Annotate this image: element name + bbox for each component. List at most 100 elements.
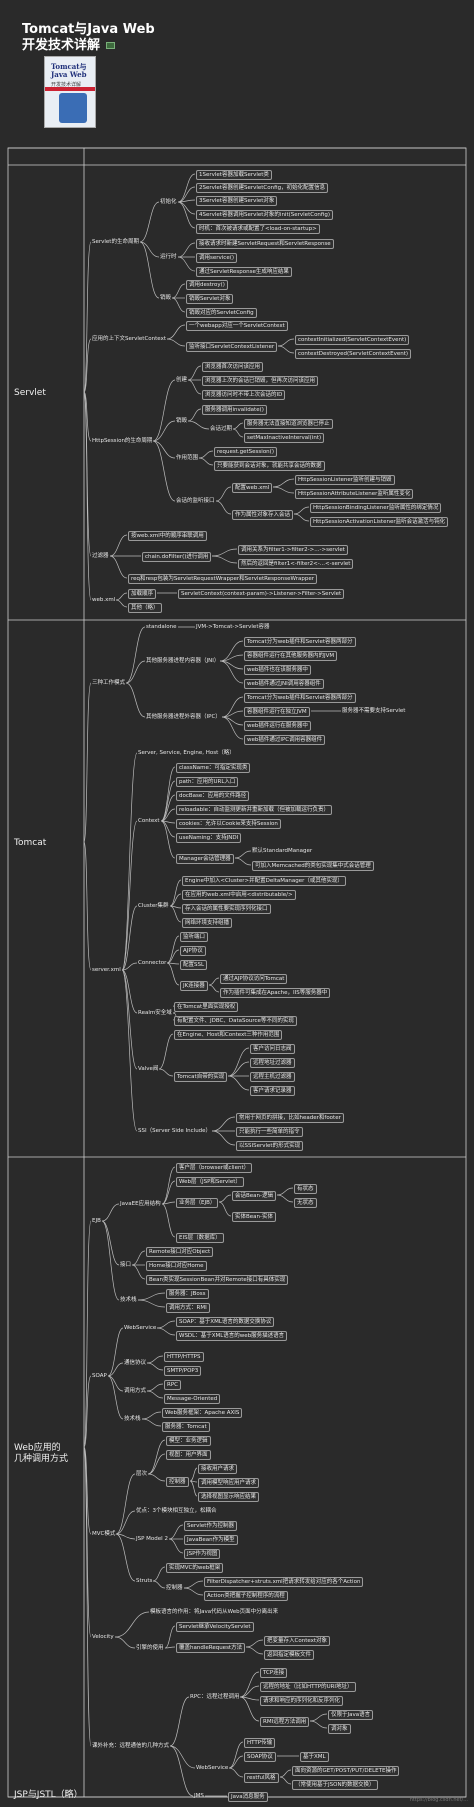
- node-s-i4[interactable]: 4Servlet容器调用Servlet对象的init(ServletConfig…: [196, 210, 334, 220]
- node-t-vl2a[interactable]: 客户访问日志阀: [250, 1044, 295, 1054]
- node-s-x1[interactable]: 加载顺序: [128, 589, 157, 599]
- node-w-r2c2[interactable]: （常使用基于JSON的数据交换）: [292, 1780, 378, 1790]
- node-w-r2a[interactable]: HTTP传输: [244, 1738, 276, 1748]
- node-w-v1[interactable]: 模板语言的作用：将Java代码从Web页面中分离出来: [150, 1609, 279, 1615]
- node-w-mvc[interactable]: MVC模式: [92, 1531, 116, 1537]
- node-t-cl4[interactable]: 网络环境支持组播: [182, 918, 233, 928]
- node-t-vl1[interactable]: 在Engine、Host和Context三种作用范围: [174, 1030, 283, 1040]
- node-w-r2b1[interactable]: 基于XML: [300, 1752, 329, 1762]
- node-w-e1c1b[interactable]: 无状态: [294, 1198, 317, 1208]
- node-s-x2[interactable]: 其他（略）: [128, 603, 162, 613]
- node-w-m3b[interactable]: JavaBean作为模型: [184, 1535, 238, 1545]
- node-w-v2b1[interactable]: 把变量存入Context对象: [264, 1636, 331, 1646]
- node-w-m4b2[interactable]: Action类把握子控制程序的流程: [204, 1591, 288, 1601]
- node-w-m2[interactable]: 优点：3个模块相互独立，松耦合: [136, 1508, 217, 1514]
- node-w-e3a[interactable]: 服务器：JBoss: [166, 1289, 209, 1299]
- node-s-destroy[interactable]: 销毁: [160, 295, 172, 301]
- node-w-v2b[interactable]: 覆盖handleRequest方法: [176, 1643, 246, 1653]
- node-w-r3a[interactable]: Java消息服务: [228, 1792, 268, 1802]
- node-s-h-create[interactable]: 创建: [176, 377, 188, 383]
- node-s-i3[interactable]: 3Servlet容器创建Servlet对象: [196, 196, 278, 206]
- node-t-m3d[interactable]: web插件通过IPC调用容器组件: [244, 735, 326, 745]
- node-s-f1[interactable]: chain.doFilter()进行调用: [142, 552, 212, 562]
- node-s-h-d1[interactable]: 服务器调用invalidate(): [202, 405, 267, 415]
- node-w-s4[interactable]: 技术栈: [124, 1416, 141, 1422]
- node-w-r1a[interactable]: TCP连接: [260, 1668, 288, 1678]
- node-t-cn3[interactable]: 配置SSL: [180, 960, 208, 970]
- node-s-h-s2[interactable]: 只要能获到会话对象，就能共享会话的数据: [214, 461, 325, 471]
- node-s-h-c1[interactable]: 浏览器上次的会话已销毁，但再次访问该应用: [202, 376, 319, 386]
- node-t-m1[interactable]: standalone: [146, 624, 177, 630]
- node-s-init[interactable]: 初始化: [160, 199, 177, 205]
- node-w-m1c3[interactable]: 选择视图显示响应结果: [198, 1492, 260, 1502]
- node-w-r1c[interactable]: 请求和响应的序列化和反序列化: [260, 1696, 344, 1706]
- node-s-h-l1b[interactable]: HttpSessionAttributeListener监听属性变化: [295, 489, 414, 499]
- node-t-ssi1[interactable]: 常用于网页的拼接，比如header和footer: [236, 1113, 344, 1123]
- node-t-cn4b[interactable]: 作为插件可集成在Apache，IIS等服务器中: [220, 988, 331, 998]
- node-w-e2b[interactable]: Home接口对应Home: [146, 1261, 207, 1271]
- node-w-e1d[interactable]: EIS层（数据库）: [176, 1233, 224, 1243]
- node-w-r1[interactable]: RPC：远程过程调用: [190, 1694, 240, 1700]
- node-t-ssi2[interactable]: 只能执行一些简单的指令: [236, 1127, 303, 1137]
- node-w-ejb[interactable]: EJB: [92, 1218, 101, 1224]
- node-t-ctx[interactable]: Context: [138, 818, 160, 824]
- node-t-cl1[interactable]: Engine中加入<Cluster>并配置DeltaManager（或其他实现）: [182, 876, 346, 886]
- node-s-h-d2b[interactable]: setMaxInactiveInterval(int): [244, 433, 325, 443]
- node-t-c1[interactable]: className：可指定实现类: [176, 763, 251, 773]
- node-w-e2[interactable]: 接口: [120, 1262, 132, 1268]
- node-s-i1[interactable]: 1Servlet容器加载Servlet类: [196, 170, 272, 180]
- node-s-f[interactable]: 过滤器: [92, 553, 109, 559]
- node-w-m4b1[interactable]: FilterDispatcher+struts.xml把请求转发给对应的各个Ac…: [204, 1577, 364, 1587]
- node-w-r3[interactable]: JMS: [194, 1793, 204, 1799]
- node-t-vl2[interactable]: Tomcat自带的实现: [174, 1072, 228, 1082]
- node-t-rl[interactable]: Realm安全域: [138, 1010, 172, 1016]
- node-s-h-c0[interactable]: 浏览器首次访问该应用: [202, 362, 264, 372]
- node-s-f2[interactable]: req和resp包装为ServletRequestWrapper和Servlet…: [128, 574, 317, 584]
- node-w-s1b[interactable]: WSDL：基于XML语言的web服务描述语言: [176, 1331, 288, 1341]
- node-s-f0[interactable]: 按web.xml中的顺序串联调用: [128, 531, 207, 541]
- node-w-m4b[interactable]: 控制器: [166, 1585, 183, 1591]
- node-s-i2[interactable]: 2Servlet容器创建ServletConfig，初始化配置信息: [196, 183, 329, 193]
- node-s-h-s1[interactable]: request.getSession(): [214, 447, 277, 457]
- node-w-s3b[interactable]: Message-Oriented: [164, 1394, 221, 1404]
- node-s-x[interactable]: web.xml: [92, 597, 116, 603]
- node-t-cn1[interactable]: 监听端口: [180, 932, 209, 942]
- node-w-e1c1[interactable]: 会话Bean-逻辑: [232, 1191, 276, 1201]
- node-w-e1b[interactable]: Web层（JSP和Servlet）: [176, 1177, 244, 1187]
- node-w-m1b[interactable]: 视图：用户界面: [166, 1450, 211, 1460]
- node-s-x1a[interactable]: ServletContext(context-param)->Listener-…: [178, 589, 345, 599]
- node-t-m2b[interactable]: 容器组件运行在其他服务器内的JVM: [244, 651, 338, 661]
- node-t-modes[interactable]: 三种工作模式: [92, 680, 126, 686]
- node-s-ctx[interactable]: 应用的上下文ServletContext: [92, 336, 167, 342]
- node-t-c7[interactable]: Manager会话管理器: [176, 854, 234, 864]
- node-t-rl2[interactable]: 有配置文件、JDBC、DataSource等不同的实现: [174, 1016, 297, 1026]
- node-s-h-l2[interactable]: 作为属性对象存入会话: [232, 510, 294, 520]
- node-w-r1d[interactable]: RMI远程方法调用: [260, 1717, 310, 1727]
- node-w-e1c1a[interactable]: 有状态: [294, 1184, 317, 1194]
- node-s-h-c2[interactable]: 浏览器访问时不带上次会话的ID: [202, 390, 286, 400]
- node-w-r1d2[interactable]: 调对象: [328, 1724, 351, 1734]
- node-w-r2b[interactable]: SOAP协议: [244, 1752, 276, 1762]
- node-w-e1c2[interactable]: 实体Bean-实体: [232, 1212, 276, 1222]
- node-t-rl1[interactable]: 在Tomcat里面实现授权: [174, 1002, 239, 1012]
- node-w-s3[interactable]: 调用方式: [124, 1388, 147, 1394]
- node-s-d3[interactable]: 销毁对应的ServletConfig: [186, 308, 257, 318]
- node-s-run[interactable]: 运行时: [160, 254, 177, 260]
- node-w-r1d1[interactable]: 仅限于Java语言: [328, 1710, 374, 1720]
- node-t-vl[interactable]: Valve阀: [138, 1066, 159, 1072]
- node-w-v2[interactable]: 引擎的使用: [136, 1645, 164, 1651]
- node-s-hs[interactable]: HttpSession的生命周期: [92, 438, 153, 444]
- node-s-h-l1[interactable]: 配置web.xml: [232, 483, 273, 493]
- node-t-ssi3[interactable]: 以SSIServlet的形式实现: [236, 1141, 304, 1151]
- note-icon[interactable]: [106, 42, 116, 49]
- node-s-d1[interactable]: 调用destroy(): [186, 280, 228, 290]
- node-s-h-listen[interactable]: 会话的监听接口: [176, 498, 215, 504]
- node-t-m3c[interactable]: web插件运行在服务器中: [244, 721, 311, 731]
- node-w-m4[interactable]: Struts: [136, 1578, 153, 1584]
- node-s-r1[interactable]: 接收请求时新建ServletRequest和ServletResponse: [196, 239, 334, 249]
- node-s-i5[interactable]: 时机：首次被请求或配置了<load-on-startup>: [196, 224, 320, 234]
- node-w-e3b[interactable]: 调用方式：RMI: [166, 1303, 210, 1313]
- node-s-c2b[interactable]: contextDestroyed(ServletContextEvent): [295, 349, 412, 359]
- node-w-e3[interactable]: 技术栈: [120, 1297, 137, 1303]
- node-s-h-d2a[interactable]: 服务器无法直接知道浏览器已停止: [244, 419, 333, 429]
